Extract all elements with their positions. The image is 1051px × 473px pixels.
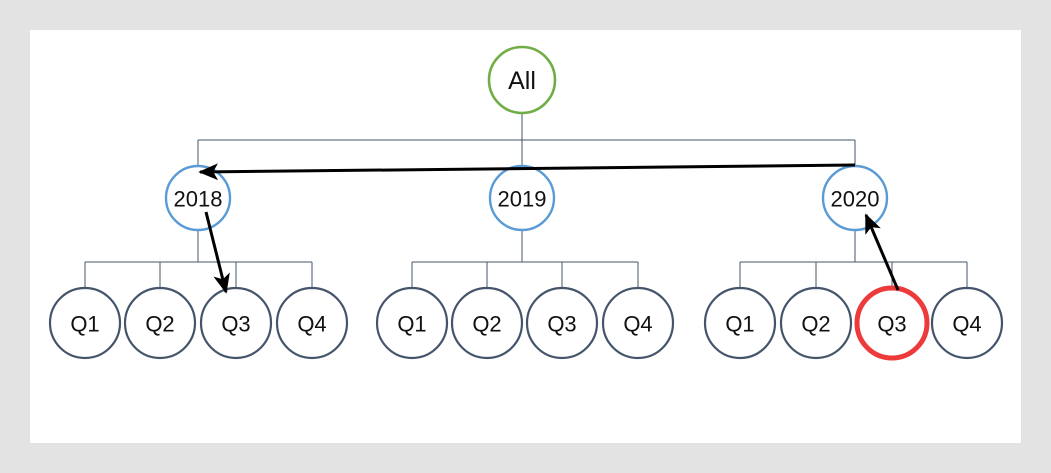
node-2019-q2-circle[interactable] <box>450 286 524 360</box>
node-2018-q2[interactable]: Q2 <box>123 286 197 360</box>
node-all-label: All <box>508 67 536 95</box>
node-2018-q3-circle[interactable] <box>199 286 273 360</box>
annotation-arrow-2020-to-2018 <box>198 163 856 181</box>
node-year-2018-label: 2018 <box>174 187 223 212</box>
node-year-2018-circle[interactable] <box>164 164 232 232</box>
node-2019-q4-label: Q4 <box>623 312 652 337</box>
node-year-2018[interactable]: 2018 <box>164 164 232 232</box>
node-2020-q1-circle[interactable] <box>703 286 777 360</box>
node-2020-q3[interactable]: Q3 <box>854 285 930 361</box>
node-2019-q3[interactable]: Q3 <box>525 286 599 360</box>
node-2019-q3-label: Q3 <box>547 312 576 337</box>
node-2018-q1-circle[interactable] <box>48 286 122 360</box>
node-year-2019[interactable]: 2019 <box>488 164 556 232</box>
node-all-circle[interactable] <box>487 45 557 115</box>
node-2020-q3-circle[interactable] <box>854 285 930 361</box>
node-2020-q1-label: Q1 <box>725 312 754 337</box>
node-2019-q2-label: Q2 <box>472 312 501 337</box>
annotation-arrow-2018-to-2018q3 <box>204 211 230 294</box>
node-2019-q2[interactable]: Q2 <box>450 286 524 360</box>
node-2018-q4[interactable]: Q4 <box>275 286 349 360</box>
node-2019-q3-circle[interactable] <box>525 286 599 360</box>
node-year-2019-circle[interactable] <box>488 164 556 232</box>
annotation-arrow-2020q3-to-2020 <box>864 213 900 291</box>
node-2020-q2[interactable]: Q2 <box>779 286 853 360</box>
node-2018-q4-circle[interactable] <box>275 286 349 360</box>
node-year-2020[interactable]: 2020 <box>821 164 889 232</box>
node-2020-q4-label: Q4 <box>952 312 981 337</box>
node-2019-q1-circle[interactable] <box>375 286 449 360</box>
node-2018-q4-label: Q4 <box>297 312 326 337</box>
node-year-2019-label: 2019 <box>498 187 547 212</box>
node-2018-q1-label: Q1 <box>70 312 99 337</box>
node-year-2020-label: 2020 <box>831 187 880 212</box>
node-2020-q1[interactable]: Q1 <box>703 286 777 360</box>
node-2019-q1-label: Q1 <box>397 312 426 337</box>
node-2020-q4[interactable]: Q4 <box>930 286 1004 360</box>
node-2020-q3-label: Q3 <box>877 312 906 337</box>
node-2018-q3[interactable]: Q3 <box>199 286 273 360</box>
connector-lines <box>84 113 968 288</box>
annotation-arrow-group <box>198 163 900 294</box>
node-2018-q3-label: Q3 <box>221 312 250 337</box>
node-all[interactable]: All <box>487 45 557 115</box>
node-2019-q4-circle[interactable] <box>601 286 675 360</box>
node-2020-q2-circle[interactable] <box>779 286 853 360</box>
node-2018-q1[interactable]: Q1 <box>48 286 122 360</box>
node-2019-q4[interactable]: Q4 <box>601 286 675 360</box>
node-2020-q4-circle[interactable] <box>930 286 1004 360</box>
node-2018-q2-label: Q2 <box>145 312 174 337</box>
node-2018-q2-circle[interactable] <box>123 286 197 360</box>
node-2019-q1[interactable]: Q1 <box>375 286 449 360</box>
node-2020-q2-label: Q2 <box>801 312 830 337</box>
